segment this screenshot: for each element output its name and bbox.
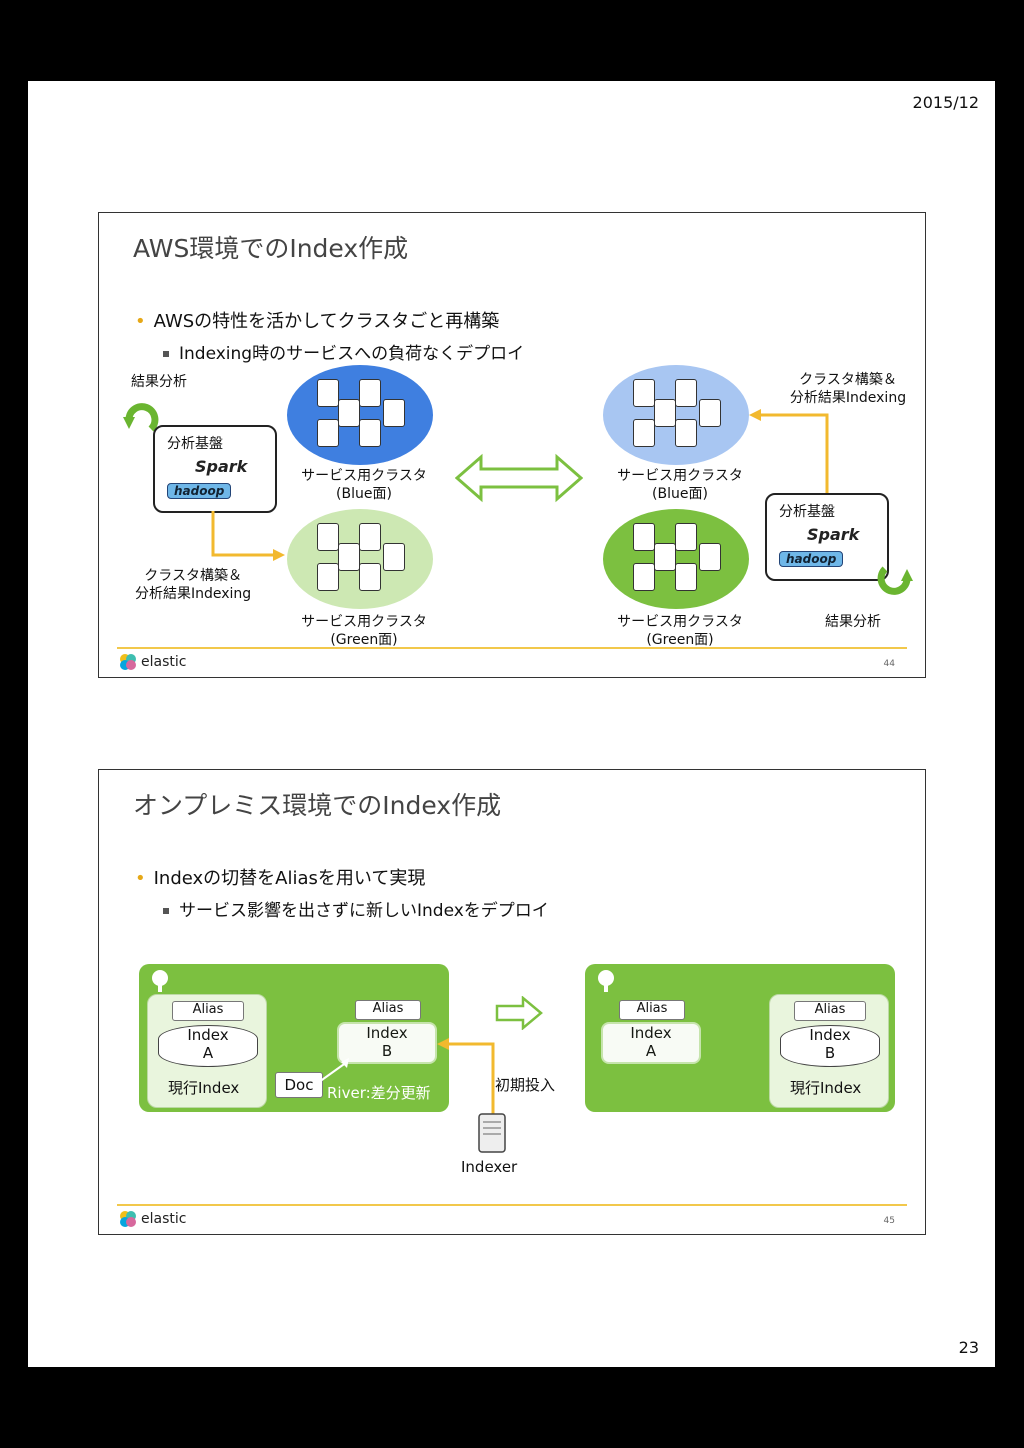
- transition-arrow-icon: [495, 996, 543, 1030]
- blue-cluster-left-label-1: サービス用クラスタ: [301, 468, 427, 484]
- sub-bullet: Indexing時のサービスへの負荷なくデプロイ: [163, 339, 524, 364]
- index-b-label-1: Index: [809, 1026, 851, 1044]
- initial-load-label: 初期投入: [495, 1076, 556, 1094]
- blue-cluster-right-label-2: (Blue面): [652, 486, 708, 502]
- green-cluster-left-label-1: サービス用クラスタ: [301, 614, 427, 630]
- slide-title: オンプレミス環境でのIndex作成: [133, 791, 502, 820]
- hadoop-logo: hadoop: [779, 551, 844, 567]
- page-number: 23: [958, 1338, 979, 1357]
- green-cluster-right-label: サービス用クラスタ (Green面): [605, 613, 755, 649]
- sub-bullet-text: Indexing時のサービスへの負荷なくデプロイ: [179, 344, 525, 364]
- doc-box: Doc: [275, 1072, 323, 1098]
- elasticsearch-icon: [598, 970, 614, 992]
- blue-cluster-left-label: サービス用クラスタ (Blue面): [289, 467, 439, 503]
- elasticsearch-icon: [152, 970, 168, 992]
- blue-cluster-left: [287, 365, 433, 465]
- blue-cluster-right-label: サービス用クラスタ (Blue面): [605, 467, 755, 503]
- left-analysis-label: 結果分析: [131, 374, 187, 390]
- slide-45: オンプレミス環境でのIndex作成 •Indexの切替をAliasを用いて実現 …: [98, 769, 926, 1235]
- blue-cluster-right-label-1: サービス用クラスタ: [617, 468, 743, 484]
- bullet-text: AWSの特性を活かしてクラスタごと再構築: [153, 311, 500, 332]
- left-analysis-platform: 分析基盤 Spark hadoop: [153, 425, 277, 513]
- green-cluster-right-label-1: サービス用クラスタ: [617, 614, 743, 630]
- document-page: 2015/12 AWS環境でのIndex作成 •AWSの特性を活かしてクラスタご…: [28, 81, 995, 1367]
- header-date: 2015/12: [912, 93, 979, 112]
- index-b-label-2: B: [824, 1044, 836, 1062]
- left-build-label: クラスタ構築＆ 分析結果Indexing: [135, 567, 251, 603]
- green-cluster-left-label-2: (Green面): [330, 632, 398, 648]
- slide-title: AWS環境でのIndex作成: [133, 234, 409, 263]
- bullet-text: Indexの切替をAliasを用いて実現: [153, 868, 426, 889]
- cycle-icon: [877, 566, 913, 595]
- right-build-label-1: クラスタ構築＆: [799, 372, 897, 388]
- river-arrow: [318, 1058, 349, 1083]
- spark-logo: Spark: [195, 457, 248, 476]
- platform-label: 分析基盤: [779, 504, 835, 520]
- server-icon: [478, 1113, 506, 1153]
- index-a-label-1: Index: [630, 1024, 672, 1042]
- current-index-label: 現行Index: [168, 1079, 240, 1097]
- elastic-brand: elastic: [141, 654, 187, 670]
- right-analysis-label: 結果分析: [825, 614, 881, 630]
- elastic-logo: elastic: [119, 1210, 186, 1228]
- slide-number: 44: [883, 659, 895, 669]
- elastic-brand: elastic: [141, 1211, 187, 1227]
- left-build-label-2: 分析結果Indexing: [135, 586, 252, 602]
- alias-badge: Alias: [355, 1000, 421, 1020]
- footer-line: [117, 1204, 907, 1206]
- index-b-label-2: B: [381, 1042, 393, 1060]
- alias-badge: Alias: [619, 1000, 685, 1020]
- index-a-label-1: Index: [187, 1026, 229, 1044]
- elastic-icon: [120, 1211, 136, 1227]
- green-cluster-left-label: サービス用クラスタ (Green面): [289, 613, 439, 649]
- footer-line: [117, 647, 907, 649]
- swap-arrow-icon: [455, 453, 583, 503]
- index-a-label-2: A: [202, 1044, 214, 1062]
- blue-cluster-right: [603, 365, 749, 465]
- bullet: •AWSの特性を活かしてクラスタごと再構築: [135, 311, 500, 332]
- index-b-label-1: Index: [366, 1024, 408, 1042]
- left-flow-arrow: [211, 511, 285, 561]
- spark-logo: Spark: [807, 525, 860, 544]
- green-cluster-left: [287, 509, 433, 609]
- elastic-logo: elastic: [119, 653, 186, 671]
- initial-load-arrow: [437, 1038, 495, 1116]
- right-flow-arrow: [749, 409, 829, 493]
- platform-label: 分析基盤: [167, 436, 223, 452]
- right-build-label-2: 分析結果Indexing: [789, 390, 907, 406]
- slide-44: AWS環境でのIndex作成 •AWSの特性を活かしてクラスタごと再構築 Ind…: [98, 212, 926, 678]
- sub-bullet-text: サービス影響を出さずに新しいIndexをデプロイ: [179, 901, 549, 921]
- green-cluster-right: [603, 509, 749, 609]
- index-a-label-2: A: [645, 1042, 657, 1060]
- right-analysis-platform: 分析基盤 Spark hadoop: [765, 493, 889, 581]
- elastic-icon: [120, 654, 136, 670]
- current-index-label: 現行Index: [790, 1079, 862, 1097]
- cycle-icon: [123, 403, 159, 432]
- left-build-label-1: クラスタ構築＆: [144, 568, 242, 584]
- green-cluster-right-label-2: (Green面): [646, 632, 714, 648]
- alias-badge: Alias: [794, 1001, 866, 1021]
- bullet: •Indexの切替をAliasを用いて実現: [135, 868, 426, 889]
- blue-cluster-left-label-2: (Blue面): [336, 486, 392, 502]
- right-build-label: クラスタ構築＆ 分析結果Indexing: [783, 371, 913, 407]
- hadoop-logo: hadoop: [167, 483, 232, 499]
- indexer-label: Indexer: [461, 1158, 518, 1176]
- slide-number: 45: [883, 1216, 895, 1226]
- river-label: River:差分更新: [327, 1084, 431, 1102]
- sub-bullet: サービス影響を出さずに新しいIndexをデプロイ: [163, 896, 549, 921]
- alias-badge: Alias: [172, 1001, 244, 1021]
